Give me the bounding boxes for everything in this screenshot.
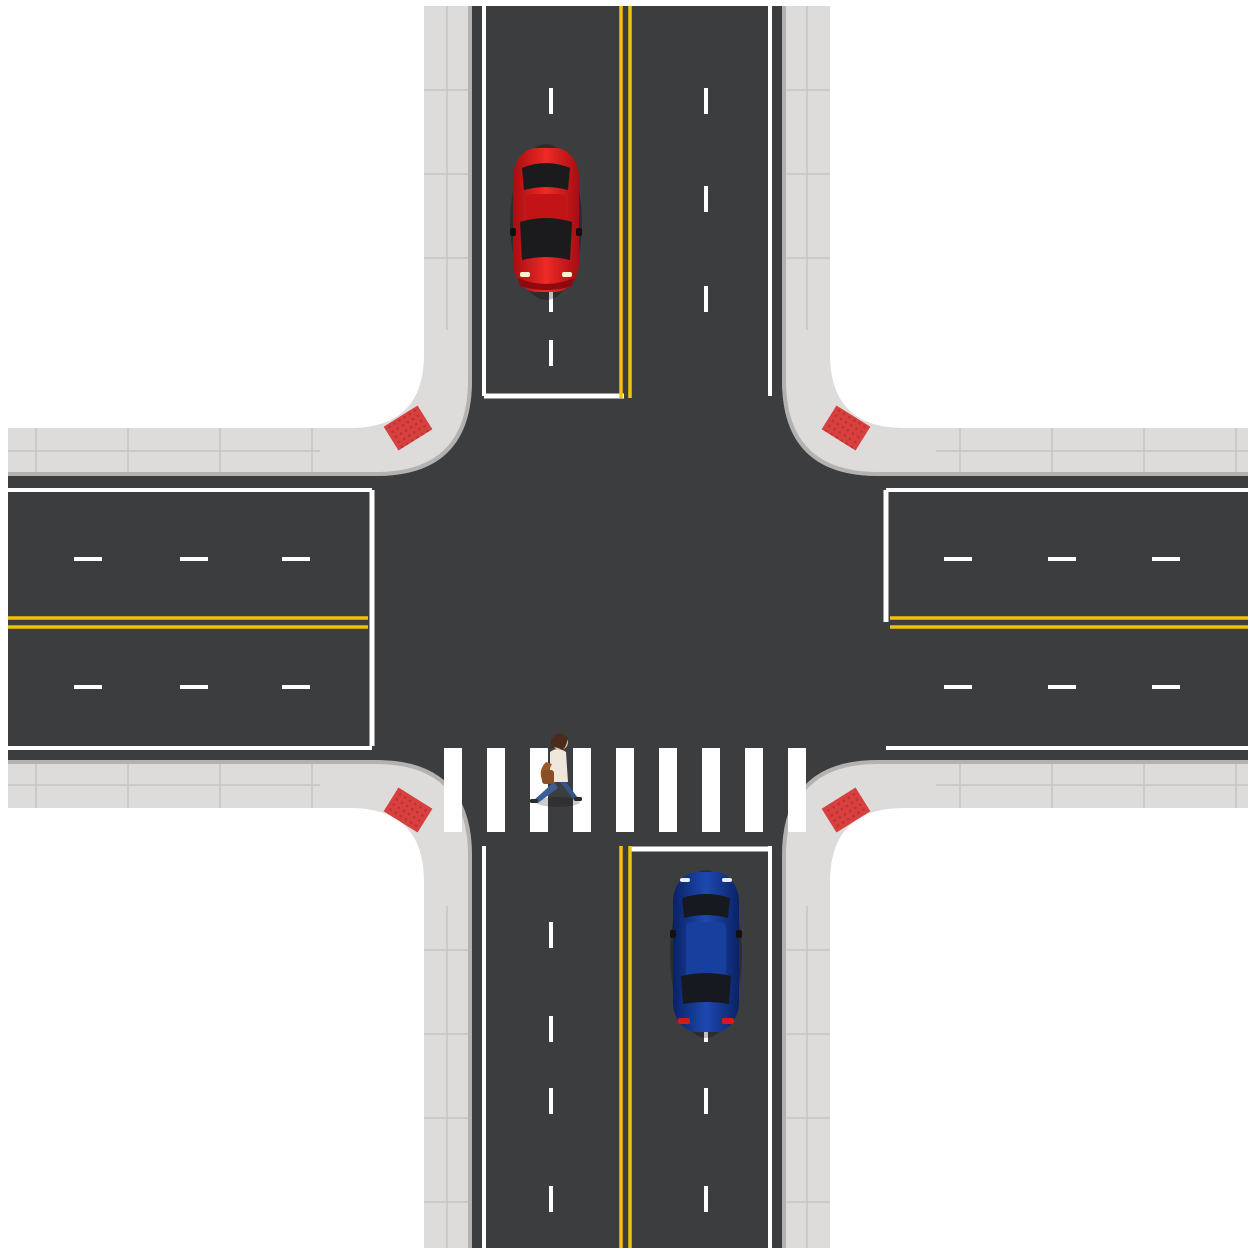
- crosswalk-stripe: [573, 748, 591, 832]
- lane-dash: [180, 557, 208, 561]
- crosswalk-stripe: [788, 748, 806, 832]
- crosswalk-stripe: [487, 748, 505, 832]
- lane-dash: [74, 685, 102, 689]
- red-car: [510, 144, 582, 300]
- lane-dash: [549, 922, 553, 948]
- edge-lines: [8, 6, 1248, 1248]
- tactile-pad-south-west: [383, 787, 433, 833]
- crosswalk-stripe: [444, 748, 462, 832]
- lane-dash: [549, 340, 553, 366]
- lane-dash: [1048, 557, 1076, 561]
- center-lines: [8, 6, 1248, 1248]
- paver-joints: [35, 89, 1237, 1203]
- lane-dash: [704, 1186, 708, 1212]
- corner-south-east: [784, 762, 960, 930]
- lane-dash: [944, 685, 972, 689]
- crosswalk-stripe: [616, 748, 634, 832]
- lane-dash: [549, 1088, 553, 1114]
- tactile-pad-north-west: [383, 405, 433, 451]
- crosswalk: [444, 748, 806, 832]
- lane-dash: [704, 186, 708, 212]
- pedestrian-woman: [530, 733, 582, 807]
- lane-dash: [1152, 685, 1180, 689]
- lane-dash: [282, 685, 310, 689]
- lane-dash: [549, 1186, 553, 1212]
- lane-dash: [1048, 685, 1076, 689]
- lane-dashes: [74, 88, 1180, 1212]
- lane-dash: [1152, 557, 1180, 561]
- lane-dash: [282, 557, 310, 561]
- crosswalk-stripe: [745, 748, 763, 832]
- paver-lines: [8, 6, 1248, 1248]
- lane-dash: [704, 88, 708, 114]
- lane-dash: [549, 286, 553, 312]
- lane-dash: [549, 88, 553, 114]
- lane-dash: [944, 557, 972, 561]
- tactile-pads: [383, 405, 871, 833]
- blue-car: [670, 870, 742, 1038]
- intersection-box: [376, 380, 878, 856]
- lane-dash: [549, 1016, 553, 1042]
- crosswalk-stripe: [702, 748, 720, 832]
- lane-dash: [180, 685, 208, 689]
- stop-lines: [369, 393, 889, 852]
- tactile-pad-north-east: [821, 405, 871, 451]
- lane-dash: [704, 286, 708, 312]
- tactile-pad-south-east: [821, 787, 871, 833]
- crosswalk-stripe: [659, 748, 677, 832]
- lane-dash: [74, 557, 102, 561]
- corner-south-west: [300, 762, 470, 930]
- lane-dash: [704, 1088, 708, 1114]
